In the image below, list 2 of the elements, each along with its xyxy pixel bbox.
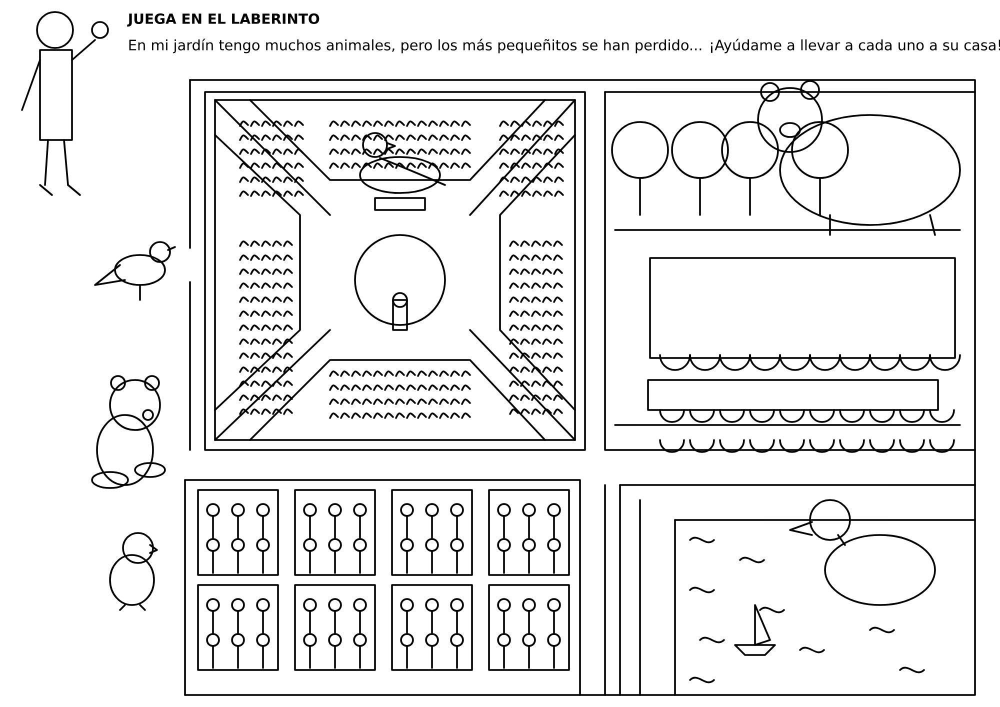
instruction-text: En mi jardín tengo muchos animales, pero los más pequeñitos se han perdido... ¡Ayúdame a llevar a cada uno a su casa! [129, 38, 1000, 54]
title: JUEGA EN EL LABERINTO [127, 13, 320, 27]
